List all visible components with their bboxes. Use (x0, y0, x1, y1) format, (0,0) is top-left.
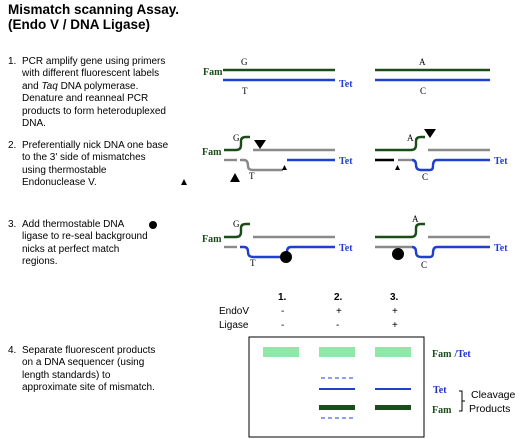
base-top: A (407, 133, 414, 143)
lane-2-full-band (319, 347, 355, 357)
base-bottom: T (249, 171, 255, 181)
base-bottom: C (422, 172, 428, 182)
tet-label: Tet (494, 243, 508, 254)
products-label: Products (469, 403, 510, 415)
full-length-tet: Tet (457, 349, 471, 360)
tet-strand-grey-curve (240, 158, 283, 172)
background-nick-icon (282, 165, 287, 170)
step3-circle-icon (149, 221, 157, 229)
fam-strand-5prime (224, 135, 250, 152)
row3-left-duplex: Fam Tet G T (202, 219, 353, 268)
fam-strand-5prime (375, 135, 425, 152)
tet-label: Tet (494, 156, 508, 167)
base-bottom: T (242, 86, 248, 96)
endov-lane-1: - (281, 306, 284, 317)
tet-strand (411, 245, 490, 259)
fam-label: Fam (203, 67, 223, 78)
lane-3-header: 3. (390, 292, 399, 303)
step-1-text: PCR amplify gene using primers with diff… (22, 56, 178, 130)
row1-right-duplex: A C (375, 57, 490, 96)
fam-band-label: Fam (432, 405, 452, 416)
lane-2-header: 2. (334, 292, 343, 303)
full-length-fam: Fam (432, 349, 452, 360)
step-1-text-b: DNA polymerase. Denature and reanneal PC… (22, 80, 166, 130)
base-top: G (233, 133, 240, 143)
nick-arrow-icon (424, 129, 436, 138)
ligase-lane-1: - (281, 320, 284, 331)
base-top: G (241, 57, 248, 67)
lane-1-full-band (263, 347, 299, 357)
lane-1-header: 1. (278, 292, 287, 303)
fam-label: Fam (202, 234, 222, 245)
step-4-number: 4. (8, 345, 17, 356)
title-line-2: (Endo V / DNA Ligase) (8, 17, 151, 32)
page-title: Mismatch scanning Assay. (Endo V / DNA L… (8, 2, 179, 32)
base-top: A (419, 57, 426, 67)
row3-right-duplex: Tet A C (375, 214, 508, 270)
fam-strand-5prime (224, 222, 250, 239)
base-bottom: T (250, 258, 256, 268)
step-4-text: Separate fluorescent products on a DNA s… (22, 345, 156, 394)
ligase-circle-icon (280, 251, 292, 263)
tet-label: Tet (339, 79, 353, 90)
lane-3-full-band (375, 347, 411, 357)
cleavage-bracket (459, 390, 465, 412)
nick-arrow-icon (254, 140, 266, 149)
lane-3-fam-band (375, 405, 411, 410)
background-nick-icon (395, 165, 400, 170)
tet-label: Tet (339, 156, 353, 167)
ligase-circle-icon (392, 248, 404, 260)
ligase-lane-3: + (392, 320, 398, 331)
ligase-row-label: Ligase (219, 320, 249, 331)
step-1-text-a: PCR amplify gene using primers with diff… (22, 56, 166, 92)
fam-label: Fam (202, 147, 222, 158)
gel-table-header: 1. 2. 3. EndoV - + + Ligase - - + (219, 292, 399, 331)
tet-band-label: Tet (433, 385, 447, 396)
step-2-number: 2. (8, 140, 17, 151)
endov-lane-2: + (336, 306, 342, 317)
tet-strand (411, 158, 490, 172)
cleavage-label: Cleavage (471, 389, 516, 401)
base-top: A (412, 214, 419, 224)
step2-triangle-icon (181, 179, 187, 185)
endov-row-label: EndoV (219, 306, 249, 317)
step-1-text-em: Taq (41, 80, 58, 92)
row1-left-duplex: Fam Tet G T (203, 57, 353, 96)
full-length-label: Fam/Tet (432, 349, 471, 360)
step-3-number: 3. (8, 219, 17, 230)
base-bottom: C (421, 260, 427, 270)
full-length-slash: / (453, 349, 457, 360)
gel (248, 336, 425, 438)
ligase-lane-2: - (336, 320, 339, 331)
step-1-number: 1. (8, 56, 17, 67)
title-line-1: Mismatch scanning Assay. (8, 2, 180, 17)
row2-left-duplex: Fam Tet G T (202, 133, 353, 182)
tet-label: Tet (339, 243, 353, 254)
row2-right-duplex: Tet A C (375, 129, 508, 182)
endov-lane-3: + (392, 306, 398, 317)
fam-strand-5prime (375, 222, 425, 239)
step-3-text: Add thermostable DNA ligase to re-seal b… (22, 219, 148, 268)
lane-2-fam-band (319, 405, 355, 410)
base-bottom: C (420, 86, 426, 96)
tet-strand (240, 245, 335, 259)
nick-arrow-icon (230, 173, 240, 182)
base-top: G (233, 219, 240, 229)
step-2-text: Preferentially nick DNA one base to the … (22, 140, 169, 189)
